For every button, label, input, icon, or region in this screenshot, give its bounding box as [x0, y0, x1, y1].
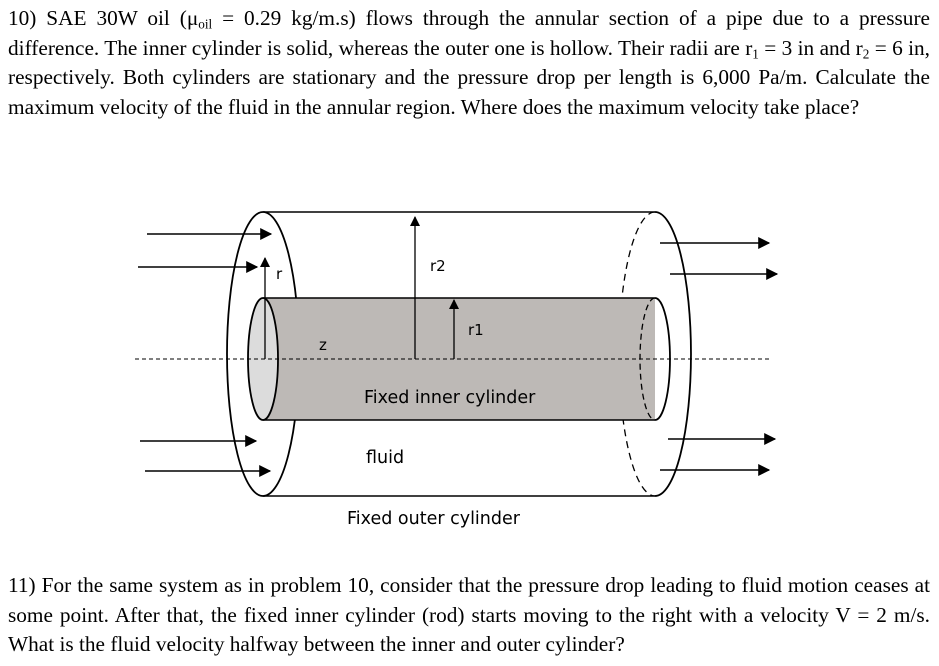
r-label: r: [276, 265, 283, 283]
mu-symbol: μ: [186, 6, 199, 30]
outer-cylinder-label: Fixed outer cylinder: [347, 509, 521, 529]
r2-label: r2: [430, 257, 446, 275]
problem-10-lead: 10) SAE 30W oil (: [8, 6, 187, 30]
outer-cylinder-right-face-front: [654, 211, 692, 497]
r1-label: r1: [468, 321, 484, 339]
r2-expression: r2 = 6 in: [855, 35, 925, 62]
r1-expression: r1 = 3 in: [745, 35, 815, 62]
z-label: z: [319, 336, 327, 354]
r2-value: = 6 in: [869, 35, 925, 60]
fluid-label: fluid: [366, 448, 404, 468]
inner-cylinder-label: Fixed inner cylinder: [364, 388, 536, 408]
r2-subscript: 2: [862, 46, 870, 62]
outer-cylinder-right-face-hidden: [618, 211, 656, 497]
r2-symbol: r: [855, 35, 863, 60]
viscosity-symbol: μoil: [186, 6, 213, 32]
problem-10-body-1: flows through the annular section of a p…: [8, 6, 930, 60]
problem-10-text: 10) SAE 30W oil (μoil = 0.29 kg/m.s) flo…: [8, 4, 930, 122]
r1-symbol: r: [745, 35, 753, 60]
mu-subscript: oil: [198, 16, 213, 32]
problem-11-text: 11) For the same system as in problem 10…: [8, 573, 930, 656]
viscosity-value: = 0.29 kg/m.s): [212, 6, 356, 30]
problem-10-body-2: and: [814, 35, 856, 60]
problem-10-body-3: , respectively. Both cylinders are stati…: [8, 35, 930, 119]
r1-subscript: 1: [752, 46, 759, 62]
r1-value: = 3 in: [758, 35, 815, 60]
